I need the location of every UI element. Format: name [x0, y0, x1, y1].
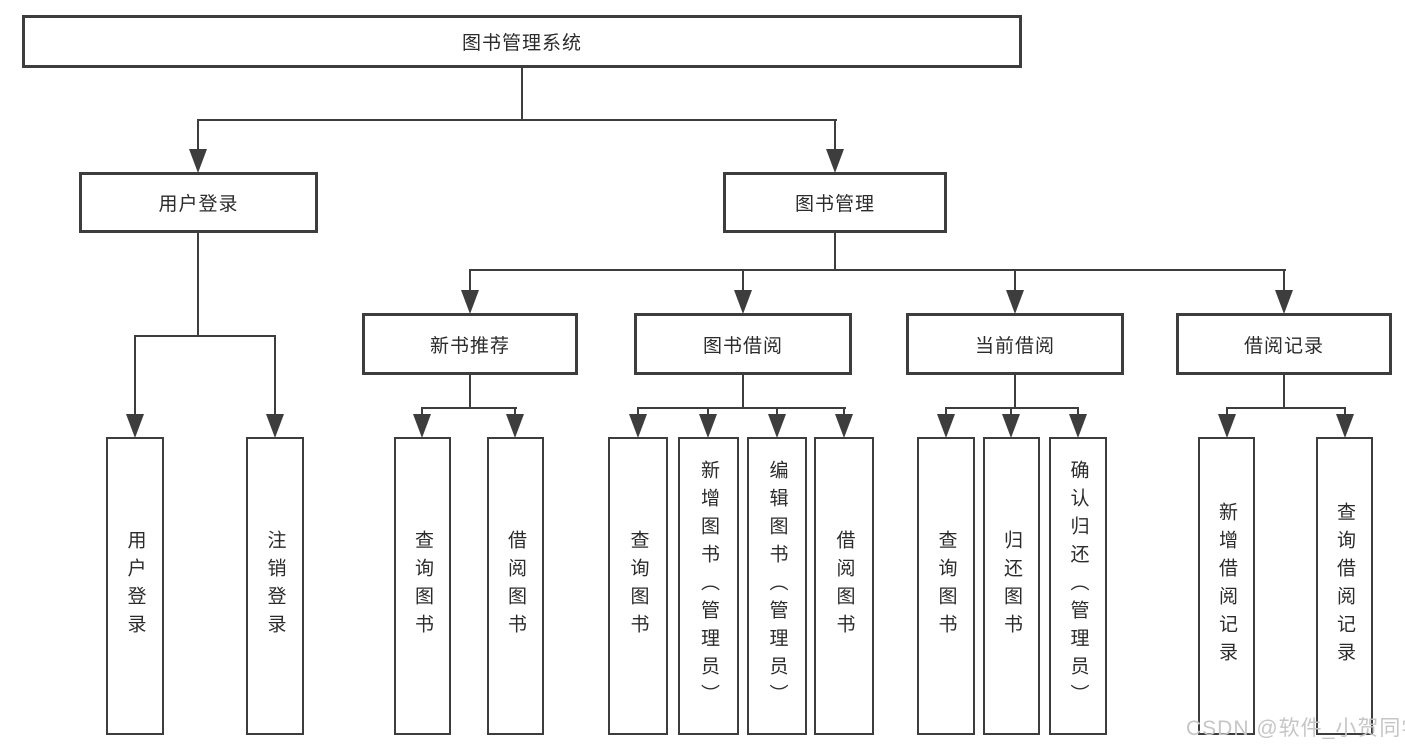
- connector-to-leaf: [637, 407, 639, 416]
- connector-user-login-stem: [197, 233, 199, 336]
- leaf-logout-label: 注销登录: [264, 530, 286, 642]
- arrow-down-icon: [1002, 414, 1020, 438]
- connector-to-leaf: [421, 407, 423, 416]
- connector-to-leaf: [514, 407, 516, 416]
- leaf-add-borrow-record-label: 新增借阅记录: [1216, 502, 1237, 670]
- connector-to-book-management: [834, 119, 836, 152]
- connector-new-book-crossbar: [421, 407, 517, 409]
- connector-to-leaf: [776, 407, 778, 416]
- connector-book-borrowing-crossbar: [637, 407, 846, 409]
- connector-new-book-stem: [469, 375, 471, 408]
- leaf-add-books-admin-label: 新增图书（管理员）: [698, 460, 719, 712]
- leaf-query-books-3-label: 查询图书: [935, 530, 957, 642]
- connector-to-leaf: [707, 407, 709, 416]
- connector-to-leaf: [843, 407, 845, 416]
- arrow-down-icon: [1336, 414, 1354, 438]
- arrow-down-icon: [937, 414, 955, 438]
- arrow-down-icon: [461, 290, 479, 314]
- connector-to-user-login: [197, 119, 199, 152]
- node-borrowing-records-label: 借阅记录: [1243, 335, 1324, 357]
- connector-to-leaf-user-login: [134, 335, 136, 417]
- node-book-borrowing: 图书借阅: [634, 313, 852, 375]
- connector-to-leaf: [945, 407, 947, 416]
- leaf-query-books-1: 查询图书: [394, 437, 451, 735]
- node-current-borrowing-label: 当前借阅: [974, 335, 1055, 357]
- connector-root-crossbar: [197, 119, 837, 121]
- arrow-down-icon: [835, 414, 853, 438]
- leaf-borrow-books-2: 借阅图书: [814, 437, 874, 735]
- arrow-down-icon: [126, 414, 144, 438]
- connector-to-leaf: [1077, 407, 1079, 416]
- node-new-book-recommendation-label: 新书推荐: [429, 335, 510, 357]
- arrow-down-icon: [1275, 290, 1293, 314]
- node-current-borrowing: 当前借阅: [906, 313, 1124, 375]
- leaf-borrow-books-1-label: 借阅图书: [505, 530, 526, 642]
- leaf-borrow-books-1: 借阅图书: [487, 437, 544, 735]
- leaf-confirm-return-admin: 确认归还（管理员）: [1049, 437, 1107, 735]
- arrow-down-icon: [734, 290, 752, 314]
- leaf-query-books-1-label: 查询图书: [412, 530, 433, 642]
- node-new-book-recommendation: 新书推荐: [362, 313, 578, 375]
- connector-to-borrowing-records: [1283, 269, 1285, 292]
- connector-root-stem: [521, 68, 523, 120]
- arrow-down-icon: [1006, 290, 1024, 314]
- arrow-down-icon: [413, 414, 431, 438]
- connector-to-leaf-logout: [274, 335, 276, 417]
- connector-book-management-stem: [834, 233, 836, 271]
- leaf-query-books-2: 查询图书: [608, 437, 668, 735]
- node-book-management: 图书管理: [723, 172, 947, 233]
- leaf-confirm-return-admin-label: 确认归还（管理员）: [1067, 460, 1089, 712]
- node-book-borrowing-label: 图书借阅: [702, 335, 783, 357]
- leaf-add-books-admin: 新增图书（管理员）: [678, 437, 739, 735]
- connector-to-leaf: [1226, 407, 1228, 416]
- connector-user-login-crossbar: [134, 335, 275, 337]
- connector-to-new-book-recommendation: [469, 269, 471, 292]
- csdn-watermark: CSDN @软件_小贺同学: [1186, 717, 1405, 740]
- connector-to-leaf: [1010, 407, 1012, 416]
- arrow-down-icon: [1218, 414, 1236, 438]
- connector-to-book-borrowing: [742, 269, 744, 292]
- leaf-edit-books-admin-label: 编辑图书（管理员）: [766, 460, 788, 712]
- connector-current-borrowing-crossbar: [945, 407, 1079, 409]
- leaf-return-books-label: 归还图书: [1001, 530, 1022, 642]
- leaf-query-borrow-record: 查询借阅记录: [1316, 437, 1373, 735]
- connector-current-borrowing-stem: [1014, 375, 1016, 408]
- connector-to-leaf: [1344, 407, 1346, 416]
- arrow-down-icon: [826, 149, 844, 173]
- leaf-query-books-2-label: 查询图书: [627, 530, 649, 642]
- node-user-login-label: 用户登录: [158, 194, 239, 215]
- leaf-borrow-books-2-label: 借阅图书: [833, 530, 855, 642]
- arrow-down-icon: [266, 414, 284, 438]
- leaf-query-books-3: 查询图书: [917, 437, 975, 735]
- node-root-label: 图书管理系统: [461, 33, 582, 54]
- arrow-down-icon: [768, 414, 786, 438]
- arrow-down-icon: [629, 414, 647, 438]
- arrow-down-icon: [189, 149, 207, 173]
- leaf-edit-books-admin: 编辑图书（管理员）: [747, 437, 807, 735]
- connector-borrow-records-stem: [1283, 375, 1285, 408]
- connector-to-current-borrowing: [1014, 269, 1016, 292]
- leaf-query-borrow-record-label: 查询借阅记录: [1334, 502, 1355, 670]
- node-borrowing-records: 借阅记录: [1176, 313, 1392, 375]
- arrow-down-icon: [506, 414, 524, 438]
- leaf-user-login: 用户登录: [106, 437, 164, 735]
- node-user-login: 用户登录: [79, 172, 318, 233]
- connector-book-borrowing-stem: [742, 375, 744, 408]
- leaf-user-login-label: 用户登录: [124, 530, 146, 642]
- connector-borrow-records-crossbar: [1226, 407, 1346, 409]
- leaf-logout: 注销登录: [246, 437, 304, 735]
- node-root: 图书管理系统: [22, 15, 1022, 68]
- arrow-down-icon: [699, 414, 717, 438]
- leaf-add-borrow-record: 新增借阅记录: [1198, 437, 1255, 735]
- node-book-management-label: 图书管理: [794, 194, 875, 215]
- arrow-down-icon: [1069, 414, 1087, 438]
- connector-book-management-crossbar: [469, 269, 1286, 271]
- leaf-return-books: 归还图书: [983, 437, 1040, 735]
